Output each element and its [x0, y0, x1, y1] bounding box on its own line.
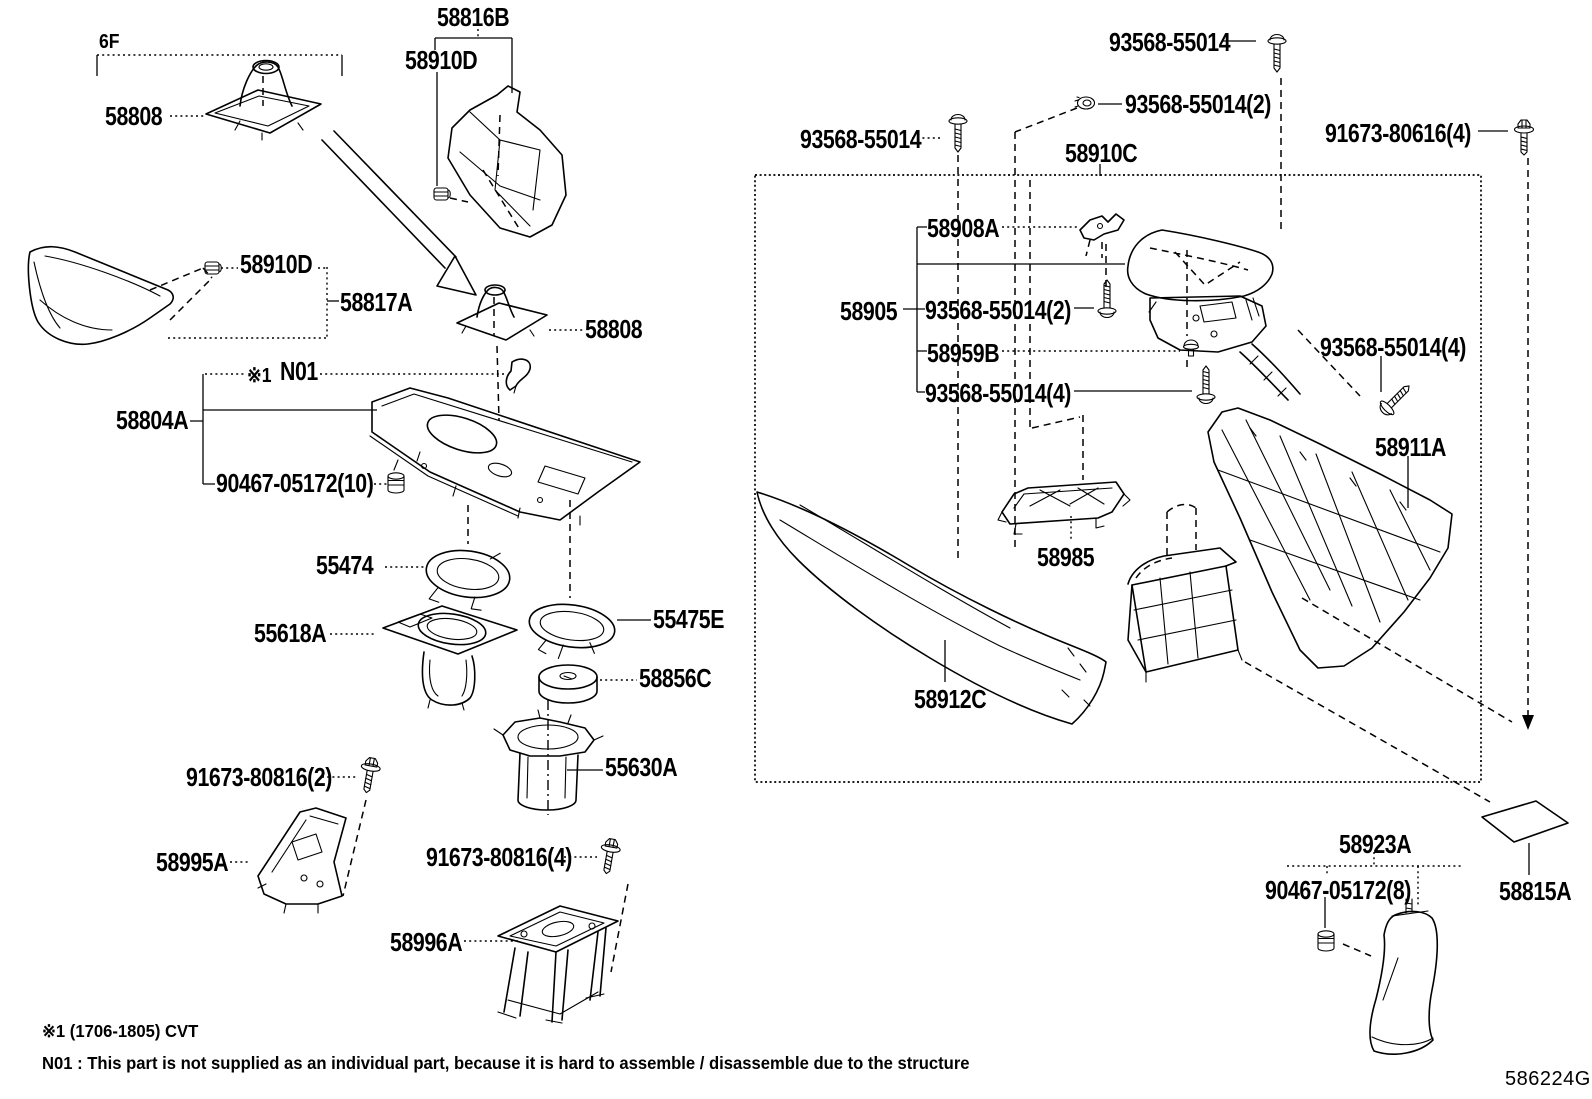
part-91673-80816-4: 91673-80816(4)	[426, 842, 572, 872]
part-58908a: 58908A	[927, 213, 1000, 243]
bracket-58817a	[168, 267, 339, 339]
rear-panel-58911a	[1207, 407, 1453, 669]
knob-boot-58923a	[1287, 852, 1462, 1055]
part-58815a: 58815A	[1499, 876, 1572, 906]
console-upper-panel-drawing	[190, 387, 641, 598]
part-93568-55014-left: 93568-55014	[800, 124, 922, 154]
armrest-drawing	[1126, 229, 1301, 401]
part-91673-80816-2: 91673-80816(2)	[186, 762, 332, 792]
part-58808-b: 58808	[585, 314, 643, 344]
part-55475e: 55475E	[653, 604, 725, 634]
part-55474: 55474	[316, 550, 374, 580]
bracket-58996a	[464, 905, 619, 1024]
part-91673-80616-4: 91673-80616(4)	[1325, 118, 1471, 148]
part-90467-05172-8: 90467-05172(8)	[1265, 875, 1411, 905]
storage-box-drawing	[1127, 503, 1243, 683]
tag-6f: 6F	[99, 31, 120, 53]
part-58804a: 58804A	[116, 405, 189, 435]
console-garnish-drawing	[27, 245, 327, 346]
part-58959b: 58959B	[927, 338, 1000, 368]
fasteners-top-row	[912, 33, 1535, 730]
install-dash-lines	[1244, 597, 1513, 803]
pad-58815a	[1481, 800, 1569, 875]
shift-boot-drawing-2	[456, 284, 583, 421]
part-58910c: 58910C	[1065, 138, 1138, 168]
part-58910d-a: 58910D	[405, 45, 478, 75]
bracket-58905	[903, 226, 1125, 393]
part-90467-05172-10: 90467-05172(10)	[216, 468, 374, 498]
bracket-58995a	[230, 807, 347, 914]
part-58996a: 58996A	[390, 927, 463, 957]
part-58856c: 58856C	[639, 663, 712, 693]
part-55630a: 55630A	[605, 752, 678, 782]
screw-91673-80816-2	[322, 755, 383, 897]
part-58995a: 58995A	[156, 847, 229, 877]
console-body-58912c	[756, 491, 1107, 725]
part-55618a: 55618A	[254, 618, 327, 648]
part-58808-a: 58808	[105, 101, 163, 131]
bracket-58816b-drawing	[433, 29, 567, 238]
part-93568-55014-top: 93568-55014	[1109, 27, 1231, 57]
part-58923a: 58923A	[1339, 829, 1412, 859]
part-58911a: 58911A	[1375, 432, 1447, 462]
part-58816b: 58816B	[437, 2, 510, 32]
install-direction-arrow	[321, 130, 477, 296]
part-58905: 58905	[840, 296, 898, 326]
footnote-2: N01 : This part is not supplied as an in…	[42, 1053, 970, 1073]
rail-58985	[997, 415, 1131, 542]
cupholder-box-55618a	[330, 605, 518, 711]
shift-boot-drawing-1	[170, 59, 322, 141]
figure-code: 586224G	[1505, 1068, 1591, 1090]
bracket-6f	[96, 54, 343, 76]
part-93568-55014-2-top: 93568-55014(2)	[1125, 89, 1271, 119]
screw-91673-80816-4	[564, 836, 629, 973]
cupholder-ring-55475e	[528, 603, 616, 659]
ref-mark: ※1	[247, 365, 272, 387]
hinge-58908a	[1002, 213, 1125, 288]
assembly-boundary-box	[754, 174, 1482, 783]
cupholder-ring-55474	[425, 549, 511, 611]
part-58817a: 58817A	[340, 287, 413, 317]
part-58912c: 58912C	[914, 684, 987, 714]
fasteners-inner	[1002, 250, 1416, 420]
cup-55630a	[493, 700, 604, 815]
part-93568-55014-2-in: 93568-55014(2)	[925, 295, 1071, 325]
part-58910d-b: 58910D	[240, 249, 313, 279]
part-93568-55014-4-r: 93568-55014(4)	[1320, 332, 1466, 362]
pad-58856c	[538, 664, 637, 704]
part-93568-55014-4-in: 93568-55014(4)	[925, 378, 1071, 408]
n01-hook-drawing	[202, 358, 532, 484]
part-58985: 58985	[1037, 542, 1095, 572]
ref-n01: N01	[280, 356, 318, 386]
footnote-1: ※1 (1706-1805) CVT	[42, 1021, 199, 1041]
